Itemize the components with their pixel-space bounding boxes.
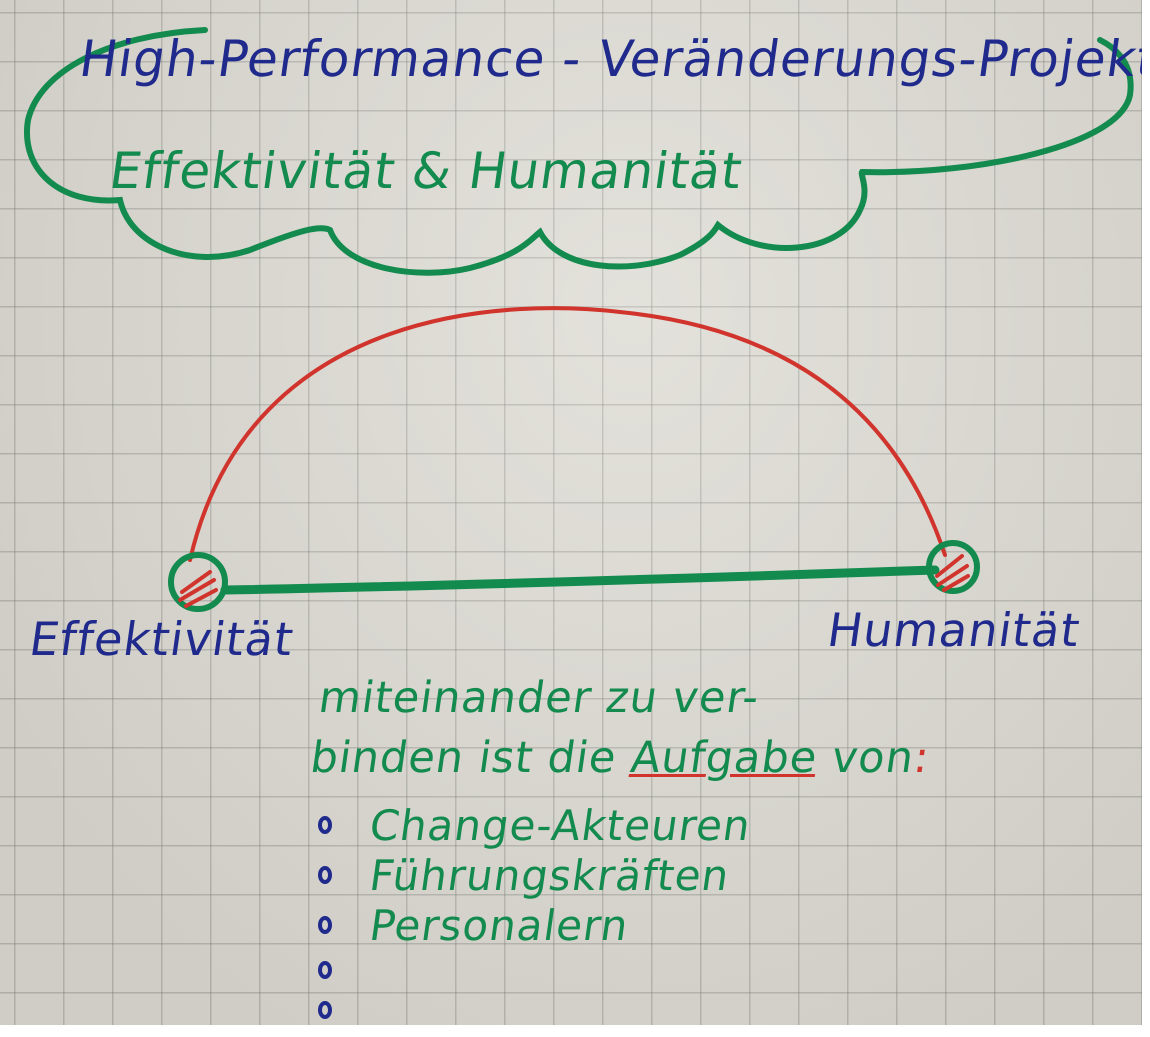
- photo-border-bottom: [0, 1025, 1150, 1037]
- list-item: Personalern: [318, 900, 751, 950]
- list-item: Führungskräften: [318, 850, 751, 900]
- underlined-word: Aufgabe: [627, 733, 821, 783]
- label-humanitaet: Humanität: [824, 603, 1084, 657]
- bullet-label: Change-Akteuren: [366, 800, 755, 850]
- red-arc: [188, 306, 947, 562]
- heading-title: High-Performance - Veränderungs-Projekte: [75, 30, 1150, 88]
- circle-bullet-icon: [318, 866, 332, 884]
- green-line: [220, 565, 940, 595]
- heading-subtitle: Effektivität & Humanität: [105, 142, 747, 200]
- sentence-line-1: miteinander zu ver-: [315, 673, 763, 723]
- circle-bullet-icon: [318, 816, 332, 834]
- list-item: [318, 950, 751, 990]
- left-node: [168, 552, 228, 612]
- bullet-label: Personalern: [366, 900, 632, 950]
- sentence-line-2-suffix: von: [813, 733, 918, 783]
- list-item: Change-Akteuren: [318, 800, 754, 850]
- cloud-outline: [23, 27, 1134, 276]
- circle-bullet-icon: [318, 1001, 332, 1019]
- photo-border-right: [1142, 0, 1150, 1037]
- right-node: [926, 540, 980, 594]
- circle-bullet-icon: [318, 961, 332, 979]
- bullet-label: Führungskräften: [366, 850, 733, 900]
- bullet-list: Change-Akteuren Führungskräften Personal…: [318, 800, 754, 1030]
- sentence-line-2: binden ist die Aufgabe von:: [307, 728, 934, 788]
- circle-bullet-icon: [318, 916, 332, 934]
- task-sentence: miteinander zu ver- binden ist die Aufga…: [307, 668, 943, 788]
- sentence-line-2-prefix: binden ist die: [307, 733, 635, 783]
- label-effektivitaet: Effektivität: [26, 612, 298, 666]
- list-item: [318, 990, 751, 1030]
